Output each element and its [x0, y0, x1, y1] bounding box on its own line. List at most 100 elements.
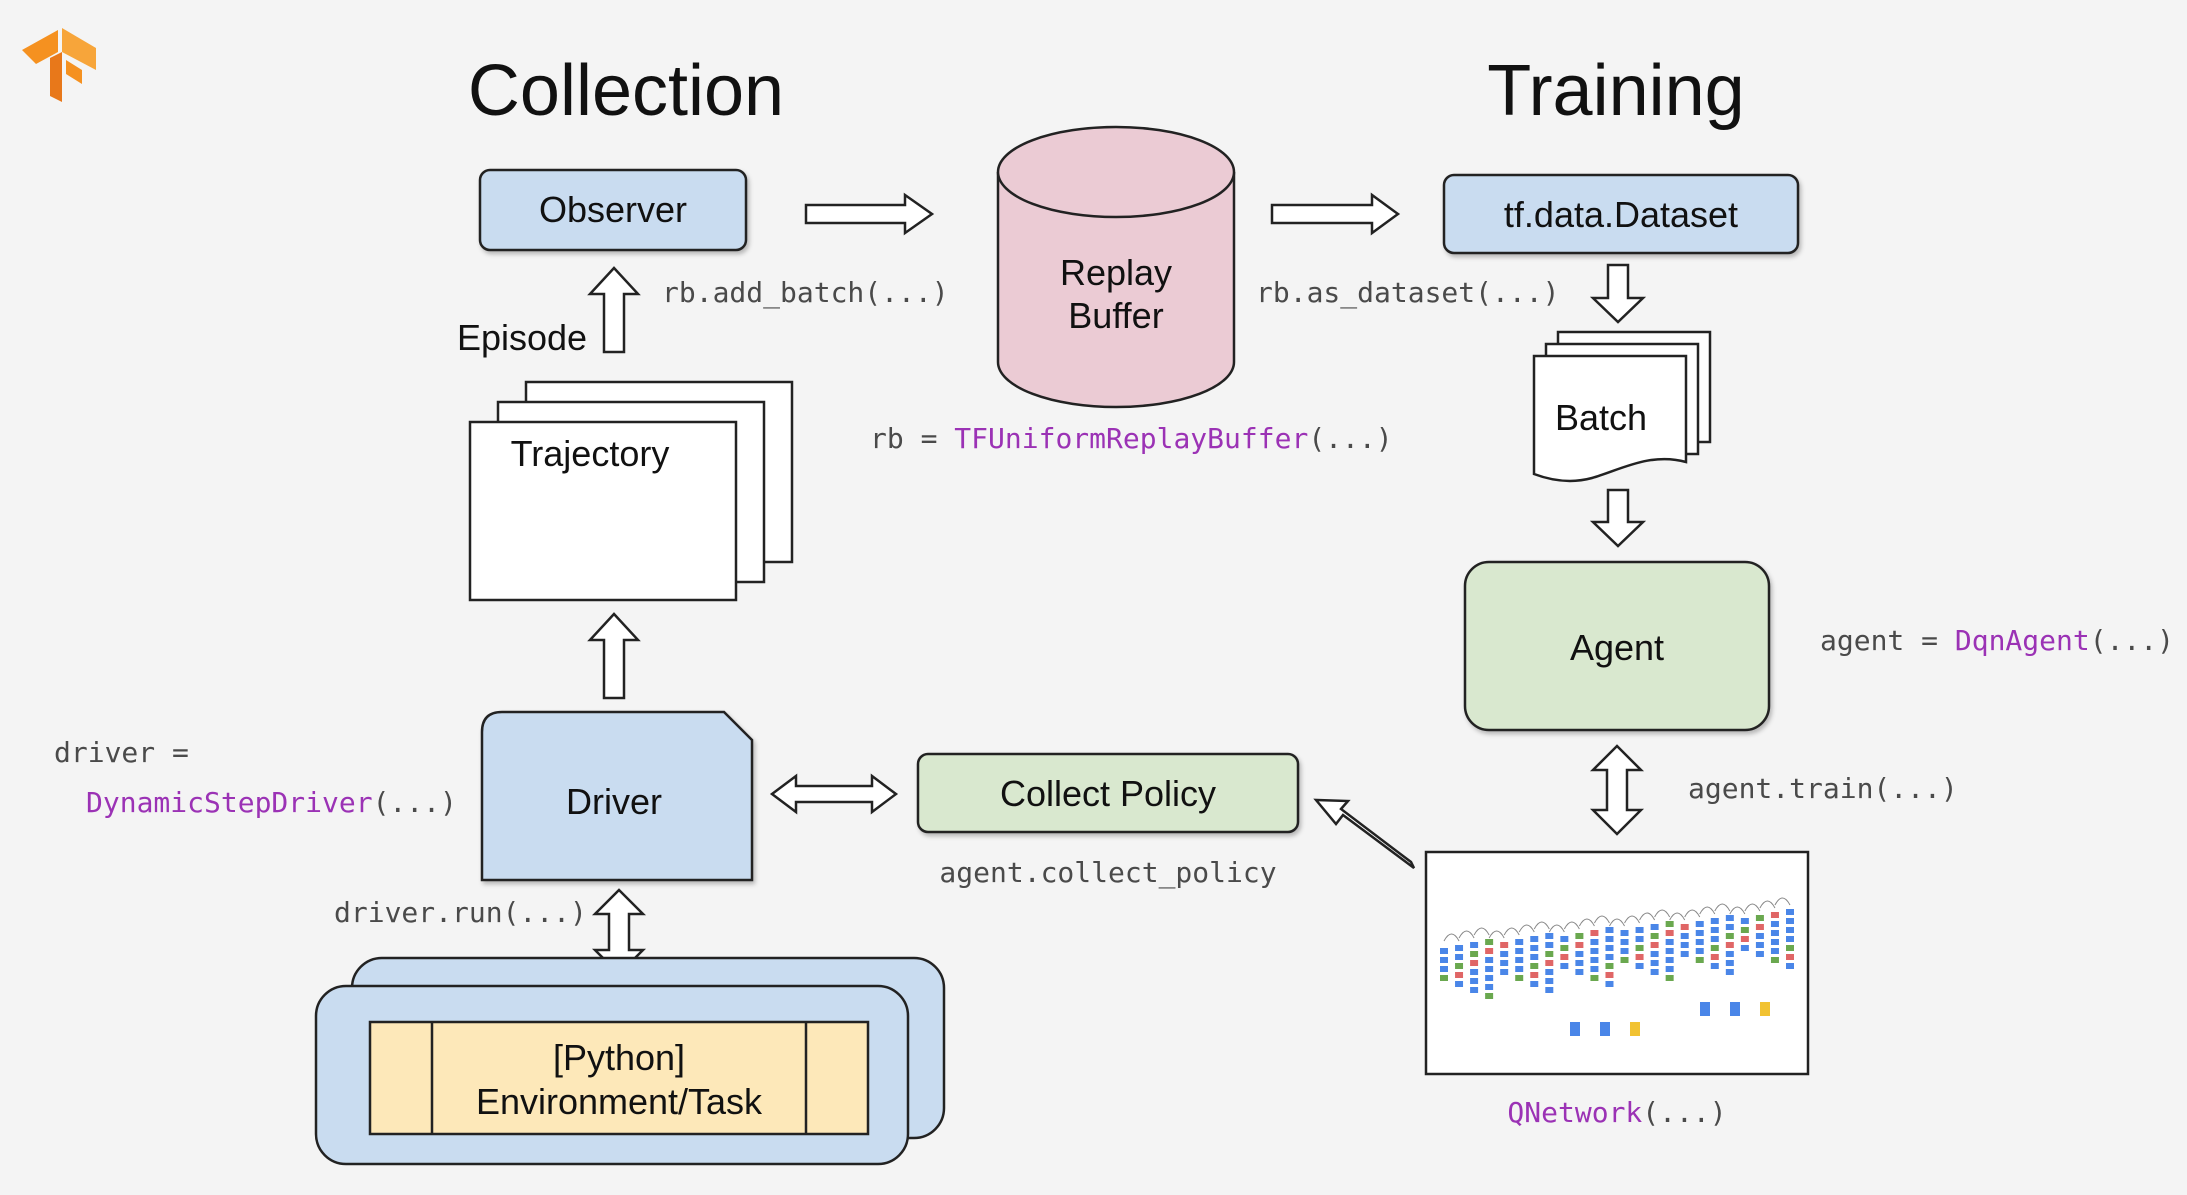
network-node-mark: [1786, 909, 1794, 915]
arrow-dataset-to-batch: [1589, 263, 1647, 324]
network-edge-mark: [1774, 897, 1791, 906]
network-node-mark: [1665, 921, 1674, 927]
network-node-mark: [1485, 993, 1494, 999]
network-node-mark: [1710, 927, 1719, 933]
network-node-mark: [1600, 1022, 1610, 1036]
network-node-mark: [1620, 957, 1629, 963]
network-edge-mark: [1503, 927, 1520, 936]
network-node-mark: [1665, 930, 1674, 936]
network-node-mark: [1485, 948, 1494, 954]
agent-label: Agent: [1570, 627, 1664, 668]
code-rb-suffix: (...): [1308, 422, 1392, 455]
replay-buffer-node: Replay Buffer: [996, 125, 1236, 409]
network-node-mark: [1695, 939, 1704, 945]
network-node-mark: [1455, 954, 1464, 960]
network-node-mark: [1470, 960, 1479, 966]
network-node-mark: [1575, 960, 1584, 966]
network-edge-mark: [1669, 912, 1686, 921]
network-node-mark: [1560, 954, 1569, 960]
network-node-mark: [1440, 975, 1448, 981]
network-node-mark: [1605, 954, 1614, 960]
network-node-mark: [1470, 978, 1479, 984]
network-node-mark: [1770, 930, 1779, 936]
network-node-mark: [1515, 939, 1524, 945]
network-node-mark: [1605, 927, 1614, 933]
network-node-mark: [1695, 948, 1704, 954]
network-node-mark: [1605, 945, 1614, 951]
network-node-mark: [1740, 936, 1749, 942]
network-edge-mark: [1624, 915, 1641, 924]
agent-node: Agent: [1463, 560, 1771, 732]
environment-node: [Python] Environment/Task: [314, 956, 946, 1166]
network-node-mark: [1575, 969, 1584, 975]
dataset-label: tf.data.Dataset: [1504, 194, 1738, 235]
network-node-mark: [1755, 942, 1764, 948]
network-edge-mark: [1609, 918, 1625, 927]
network-node-mark: [1455, 945, 1464, 951]
network-node-mark: [1590, 975, 1599, 981]
network-node-mark: [1545, 978, 1554, 984]
network-node-mark: [1635, 954, 1644, 960]
network-node-mark: [1560, 963, 1569, 969]
network-node-mark: [1740, 918, 1749, 924]
network-node-mark: [1575, 942, 1584, 948]
batch-label: Batch: [1555, 397, 1647, 438]
network-node-mark: [1455, 972, 1464, 978]
code-driver-run: driver.run(...): [334, 896, 587, 929]
network-node-mark: [1500, 960, 1509, 966]
network-node-mark: [1710, 945, 1719, 951]
network-edge-mark: [1578, 918, 1595, 927]
network-node-mark: [1545, 942, 1554, 948]
network-node-mark: [1770, 921, 1779, 927]
arrow-trajectory-to-observer: [587, 266, 641, 354]
network-node-mark: [1635, 945, 1644, 951]
network-edge-mark: [1533, 921, 1550, 930]
tensorflow-logo-icon: [22, 28, 96, 102]
network-node-mark: [1545, 987, 1554, 993]
network-node-mark: [1680, 933, 1689, 939]
network-node-mark: [1470, 969, 1479, 975]
neural-network-graph-icon: [1440, 897, 1794, 1036]
network-edge-mark: [1548, 924, 1565, 933]
network-node-mark: [1530, 936, 1539, 942]
observer-node: Observer: [478, 168, 748, 252]
network-node-mark: [1455, 963, 1464, 969]
network-edge-mark: [1744, 903, 1761, 912]
trajectory-label: Trajectory: [511, 433, 670, 474]
network-node-mark: [1560, 945, 1569, 951]
arrow-driver-to-trajectory: [587, 612, 641, 700]
code-driver-class: DynamicStepDriver: [86, 786, 373, 819]
network-node-mark: [1770, 957, 1779, 963]
network-node-mark: [1635, 936, 1644, 942]
code-driver-constructor: DynamicStepDriver(...): [86, 786, 457, 819]
network-node-mark: [1590, 939, 1599, 945]
network-edge-mark: [1473, 927, 1490, 936]
network-node-mark: [1590, 957, 1599, 963]
qnetwork-node: [1424, 850, 1810, 1076]
network-node-mark: [1620, 948, 1629, 954]
network-node-mark: [1680, 951, 1689, 957]
network-node-mark: [1665, 966, 1674, 972]
network-node-mark: [1650, 933, 1659, 939]
network-node-mark: [1635, 963, 1644, 969]
network-node-mark: [1786, 954, 1794, 960]
network-node-mark: [1680, 942, 1689, 948]
network-node-mark: [1680, 924, 1689, 930]
code-as-dataset: rb.as_dataset(...): [1256, 276, 1559, 310]
arrow-agent-qnetwork: [1589, 744, 1645, 836]
network-node-mark: [1500, 942, 1509, 948]
environment-label-line2: Environment/Task: [476, 1081, 763, 1122]
network-node-mark: [1605, 972, 1614, 978]
network-node-mark: [1530, 981, 1539, 987]
network-node-mark: [1620, 939, 1629, 945]
code-agent-class: DqnAgent: [1955, 624, 2090, 657]
network-node-mark: [1710, 954, 1719, 960]
network-node-mark: [1470, 942, 1479, 948]
network-node-mark: [1560, 936, 1569, 942]
network-node-mark: [1725, 969, 1734, 975]
code-agent-suffix: (...): [2090, 624, 2174, 657]
code-add-batch: rb.add_batch(...): [662, 276, 949, 310]
network-node-mark: [1710, 918, 1719, 924]
code-qnetwork-suffix: (...): [1642, 1096, 1726, 1129]
